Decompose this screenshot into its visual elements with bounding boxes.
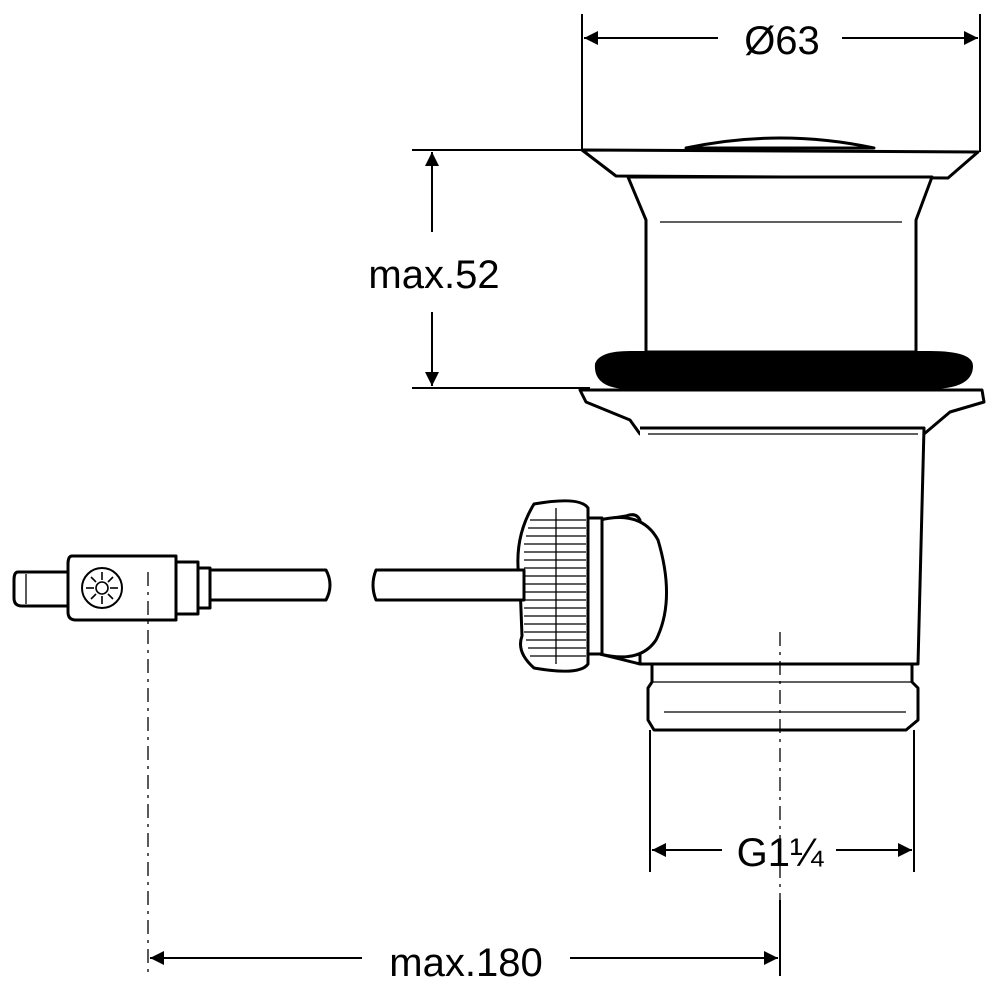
drain-body [578,136,986,900]
dimension-height: max.52 [368,149,590,389]
rod-length-label: max.180 [389,941,542,985]
height-label: max.52 [368,253,499,297]
dimension-rod-length: max.180 [147,572,781,985]
pull-rod-left [12,554,332,622]
pull-rod-right [371,568,526,602]
knurled-knob [516,499,604,673]
top-diameter-label: Ø63 [744,19,820,63]
dimension-thread: G1¼ [649,730,915,875]
dimension-top-diameter: Ø63 [581,14,981,152]
thread-label: G1¼ [737,831,824,875]
gasket [594,351,974,389]
flower-symbol-icon [81,567,123,609]
